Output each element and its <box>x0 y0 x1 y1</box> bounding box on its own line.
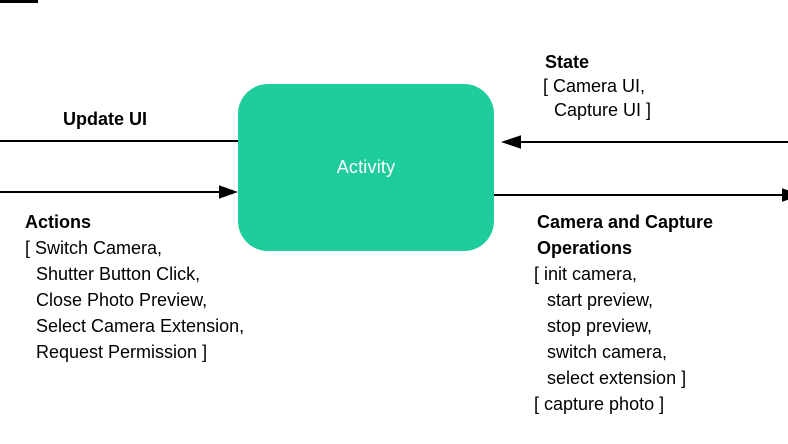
operations-block: Camera and Capture Operations [ init cam… <box>534 209 713 417</box>
actions-line: Close Photo Preview, <box>36 290 208 310</box>
state-line: Capture UI ] <box>554 100 652 120</box>
state-arrow <box>501 135 788 149</box>
arrowhead-right-icon <box>219 185 238 199</box>
actions-arrow <box>0 185 238 199</box>
operations-line: stop preview, <box>547 316 653 336</box>
state-block: State [ Camera UI, Capture UI ] <box>543 50 651 122</box>
operations-line: switch camera, <box>547 342 668 362</box>
arrowhead-right-clipped-icon <box>782 188 788 202</box>
actions-title: Actions <box>25 212 92 232</box>
state-line: [ Camera UI, <box>543 76 646 96</box>
arrowhead-left-icon <box>501 135 521 149</box>
activity-label: Activity <box>336 157 396 177</box>
state-title: State <box>545 52 590 72</box>
operations-title: Operations <box>537 238 633 258</box>
update-ui-label: Update UI <box>63 109 148 129</box>
actions-line: Request Permission ] <box>36 342 208 362</box>
actions-line: Shutter Button Click, <box>36 264 201 284</box>
activity-node: Activity <box>238 84 494 251</box>
actions-line: [ Switch Camera, <box>25 238 163 258</box>
operations-title: Camera and Capture <box>537 212 714 232</box>
actions-line: Select Camera Extension, <box>36 316 245 336</box>
operations-line: start preview, <box>547 290 654 310</box>
actions-block: Actions [ Switch Camera, Shutter Button … <box>25 209 244 365</box>
operations-line: [ capture photo ] <box>534 394 665 414</box>
operations-line: select extension ] <box>547 368 687 388</box>
operations-line: [ init camera, <box>534 264 638 284</box>
operations-arrow <box>494 188 788 202</box>
clipped-line-artifact <box>0 0 38 3</box>
